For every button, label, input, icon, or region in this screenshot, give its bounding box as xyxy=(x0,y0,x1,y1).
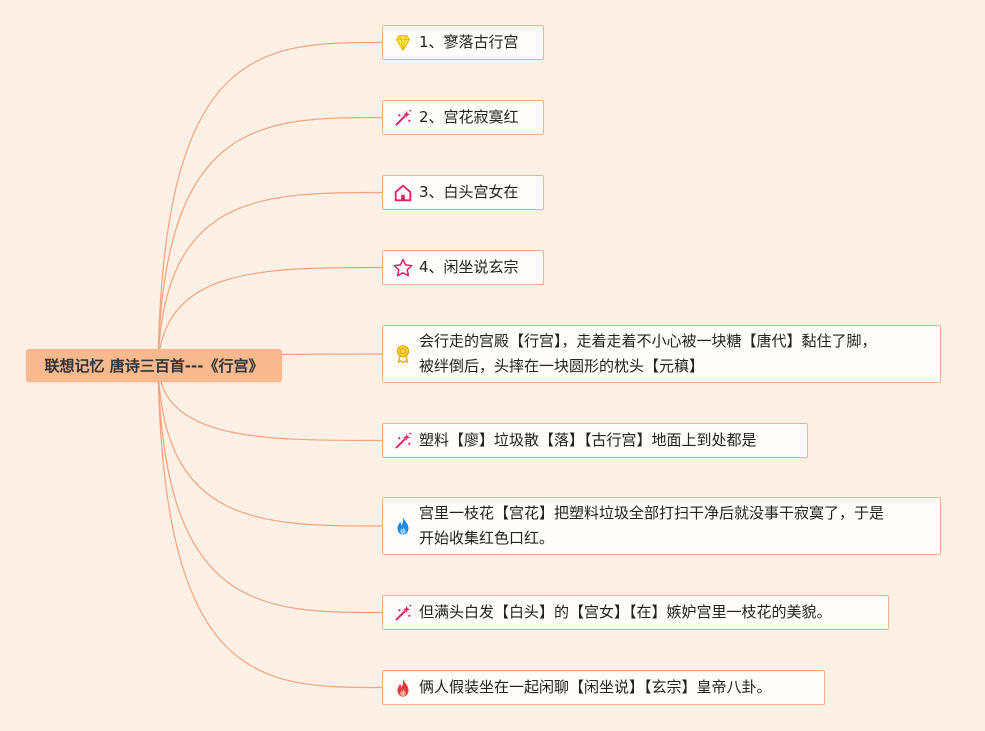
red-flame-icon xyxy=(391,676,415,700)
branch-node-6[interactable]: 塑料【廖】垃圾散【落】【古行宫】地面上到处都是 xyxy=(382,423,808,458)
branch-node-7[interactable]: 宫里一枝花【宫花】把塑料垃圾全部打扫干净后就没事干寂寞了，于是 开始收集红色口红… xyxy=(382,497,941,555)
sparkle-wand-icon xyxy=(391,601,415,625)
branch-label: 宫里一枝花【宫花】把塑料垃圾全部打扫干净后就没事干寂寞了，于是 开始收集红色口红… xyxy=(419,504,885,547)
house-icon xyxy=(391,181,415,205)
root-topic[interactable]: 联想记忆 唐诗三百首---《行宫》 xyxy=(26,349,282,382)
diamond-icon xyxy=(391,31,415,55)
branch-node-4[interactable]: 4、闲坐说玄宗 xyxy=(382,250,544,285)
connector-line xyxy=(157,365,383,614)
branch-node-8[interactable]: 但满头白发【白头】的【宫女】【在】嫉妒宫里一枝花的美貌。 xyxy=(382,595,889,630)
branch-label: 会行走的宫殿【行宫】，走着走着不小心被一块糖【唐代】黏住了脚， 被绊倒后，头摔在… xyxy=(419,332,877,375)
branch-label: 1、寥落古行宫 xyxy=(419,33,519,51)
branch-label: 2、宫花寂寞红 xyxy=(419,108,519,126)
branch-label: 俩人假装坐在一起闲聊【闲坐说】【玄宗】皇帝八卦。 xyxy=(419,678,772,696)
branch-node-1[interactable]: 1、寥落古行宫 xyxy=(382,25,544,60)
connector-line xyxy=(157,41,383,366)
branch-label: 4、闲坐说玄宗 xyxy=(419,258,519,276)
branch-node-2[interactable]: 2、宫花寂寞红 xyxy=(382,100,544,135)
blue-flame-icon xyxy=(391,514,415,538)
branch-node-9[interactable]: 俩人假装坐在一起闲聊【闲坐说】【玄宗】皇帝八卦。 xyxy=(382,670,825,705)
branch-node-5[interactable]: 会行走的宫殿【行宫】，走着走着不小心被一块糖【唐代】黏住了脚， 被绊倒后，头摔在… xyxy=(382,325,941,383)
connector-line xyxy=(157,191,383,366)
branch-node-3[interactable]: 3、白头宫女在 xyxy=(382,175,544,210)
star-icon xyxy=(391,256,415,280)
sparkle-wand-icon xyxy=(391,106,415,130)
medal-icon xyxy=(391,342,415,366)
connector-line xyxy=(157,266,383,366)
connector-line xyxy=(157,116,383,366)
root-title: 联想记忆 唐诗三百首---《行宫》 xyxy=(44,357,264,375)
branch-label: 塑料【廖】垃圾散【落】【古行宫】地面上到处都是 xyxy=(419,431,757,449)
sparkle-wand-icon xyxy=(391,429,415,453)
branch-label: 但满头白发【白头】的【宫女】【在】嫉妒宫里一枝花的美貌。 xyxy=(419,603,832,621)
connector-line xyxy=(157,365,383,689)
connector-line xyxy=(157,365,383,442)
branch-label: 3、白头宫女在 xyxy=(419,183,519,201)
connector-line xyxy=(157,365,383,527)
